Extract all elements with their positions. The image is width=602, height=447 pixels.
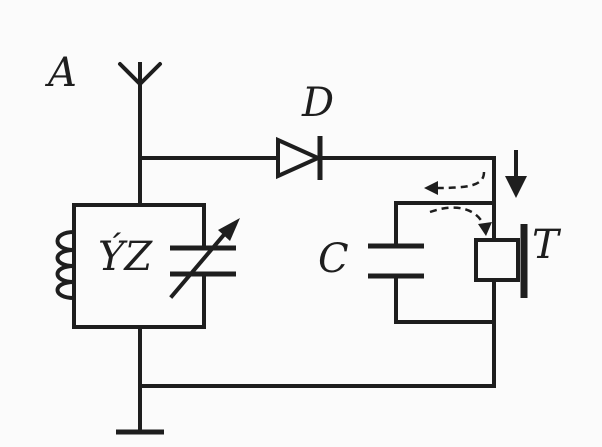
coil <box>55 203 76 329</box>
right-branch <box>394 156 496 388</box>
antenna <box>118 62 162 162</box>
diode <box>276 136 323 180</box>
antenna-label: A <box>44 50 77 96</box>
dashed-flow-arrows <box>424 171 492 236</box>
telephone-label: T <box>532 222 562 268</box>
diode-label: D <box>301 80 334 126</box>
capacitor-label: C <box>318 236 349 282</box>
ground-symbol <box>116 384 164 435</box>
variable-capacitor <box>169 203 240 329</box>
tuned-circuit-label: ÝZ <box>98 233 153 280</box>
telephone <box>474 224 528 298</box>
current-arrow <box>505 150 527 198</box>
capacitor <box>368 243 424 279</box>
